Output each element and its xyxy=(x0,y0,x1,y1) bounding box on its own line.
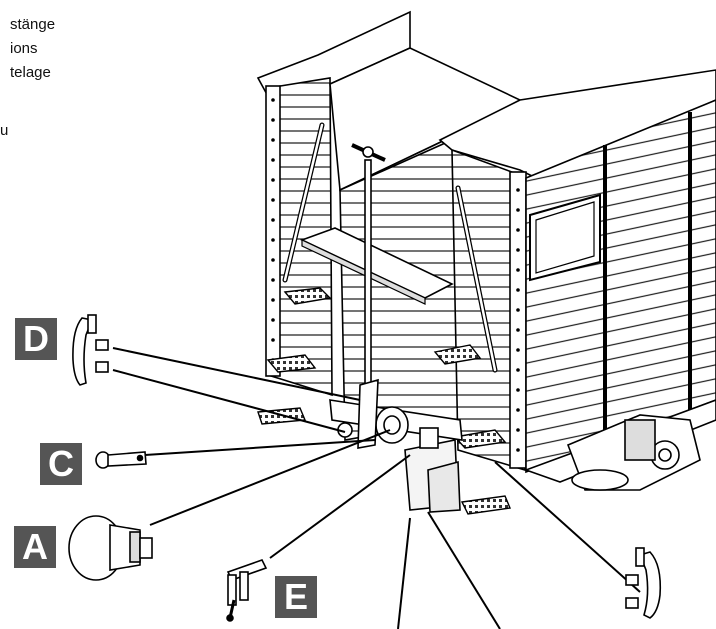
coupler-area xyxy=(329,399,463,513)
part-d-coupling-hook xyxy=(72,314,109,386)
part-a-buffer xyxy=(68,515,153,581)
left-corner-post xyxy=(265,85,281,377)
right-corner-post xyxy=(509,171,527,469)
instruction-text-line-1: stänge xyxy=(10,16,56,33)
label-d: D xyxy=(15,318,57,360)
label-c: C xyxy=(40,443,82,485)
part-c-link xyxy=(95,451,147,469)
label-e: E xyxy=(275,576,317,618)
side-wall xyxy=(525,99,716,474)
part-e-lever xyxy=(226,559,268,622)
label-a: A xyxy=(14,526,56,568)
right-coupling-hook xyxy=(625,547,662,619)
instruction-text-line-3: telage xyxy=(10,64,51,81)
rivets xyxy=(271,98,520,452)
leader-lines xyxy=(112,347,641,629)
bogie xyxy=(566,414,701,491)
instruction-text-line-2: ions xyxy=(10,40,38,57)
coupling-lever xyxy=(337,378,379,449)
instruction-text-line-4: u xyxy=(0,122,9,139)
